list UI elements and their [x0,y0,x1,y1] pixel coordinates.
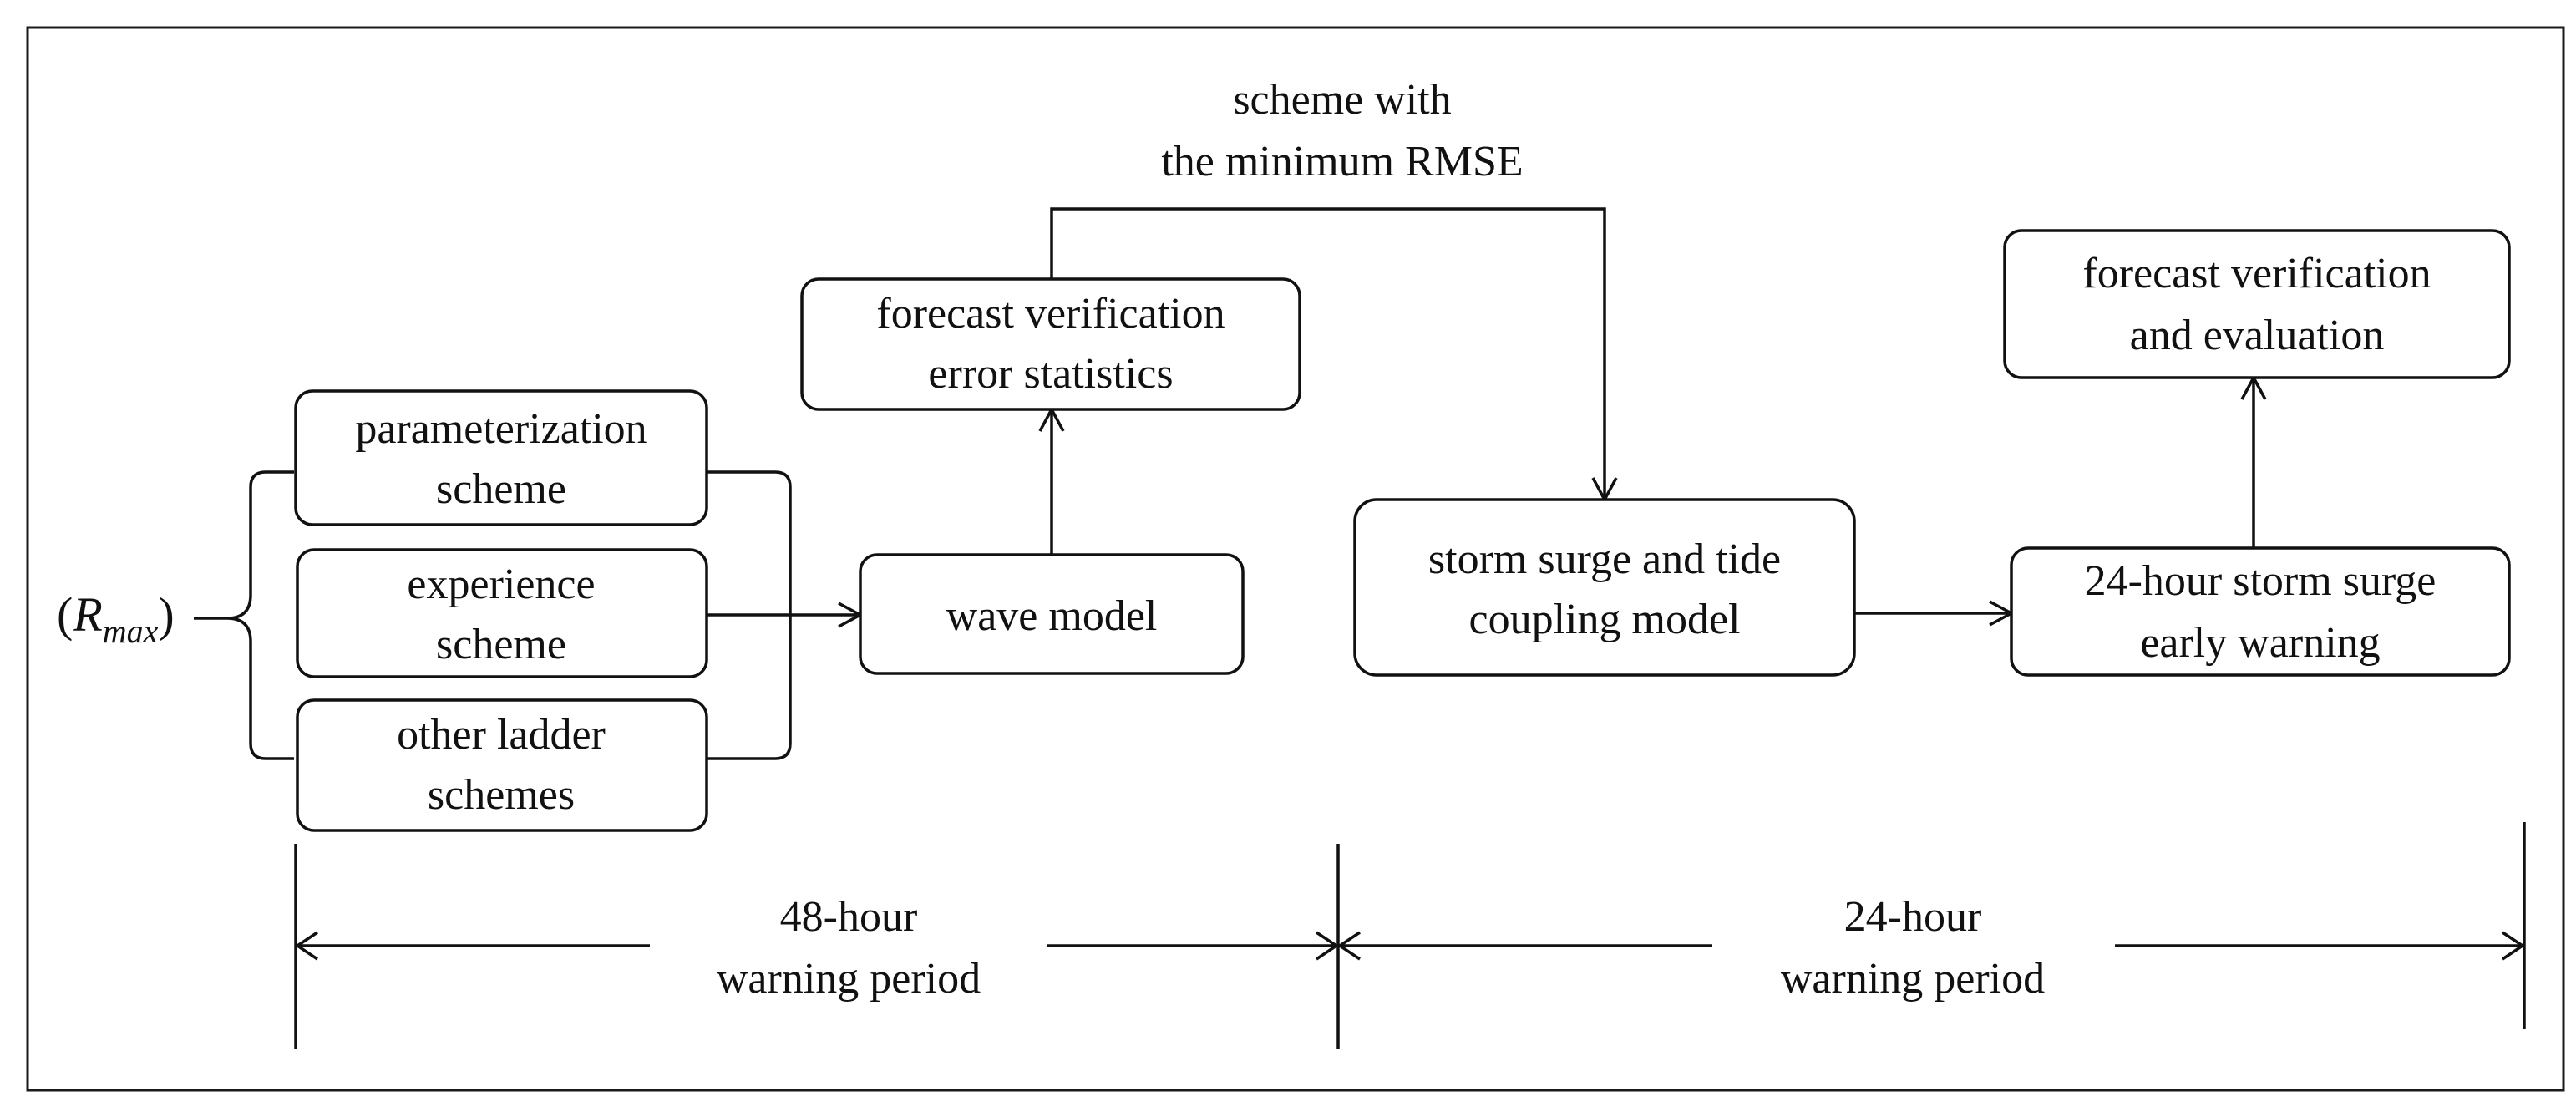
arrowhead-right [2502,931,2526,961]
coupling-model-line1: storm surge and tide [1428,536,1781,583]
wave-model-box: wave model [859,553,1245,675]
scheme-label-line2: scheme [436,465,566,513]
period-48h-label-line2: warning period [717,955,981,1003]
verification-error-line2: error statistics [928,350,1173,398]
coupling-model-box: storm surge and tide coupling model [1353,498,1856,677]
period-24h-label-line2: warning period [1781,955,2045,1003]
period-24h-label-line1: 24-hour [1844,893,1982,941]
arrowhead-left [294,931,318,961]
verification-error-box: forecast verification error statistics [800,277,1301,411]
scheme-box-experience: experience scheme [296,548,708,678]
wave-model-label: wave model [946,592,1158,640]
scheme-box-other-ladder: other ladder schemes [296,698,708,832]
evaluation-box: forecast verification and evaluation [2003,229,2511,379]
arrow-min-rmse-path [1050,207,1606,496]
rmax-label: (Rmax) [57,587,175,650]
scheme-box-parameterization: parameterization scheme [294,389,708,526]
scheme-label-line2: scheme [436,621,566,668]
arrowhead-right [1316,931,1340,961]
min-rmse-label-line2: the minimum RMSE [1161,138,1523,185]
scheme-label-line2: schemes [428,771,575,819]
verification-error-line1: forecast verification [876,290,1225,338]
min-rmse-label-line1: scheme with [1233,76,1451,124]
evaluation-line1: forecast verification [2082,250,2431,297]
input-brace [194,470,294,760]
early-warning-line2: early warning [2140,619,2380,667]
evaluation-line2: and evaluation [2130,312,2385,359]
arrowhead-left [1336,931,1361,961]
scheme-label-line1: parameterization [355,405,647,453]
period-48h-label-line1: 48-hour [780,893,918,941]
coupling-model-line2: coupling model [1469,596,1741,643]
early-warning-box: 24-hour storm surge early warning [2010,546,2511,677]
scheme-label-line1: other ladder [397,711,606,759]
early-warning-line1: 24-hour storm surge [2085,557,2437,605]
figure-frame [26,26,2565,1092]
scheme-label-line1: experience [407,561,595,608]
